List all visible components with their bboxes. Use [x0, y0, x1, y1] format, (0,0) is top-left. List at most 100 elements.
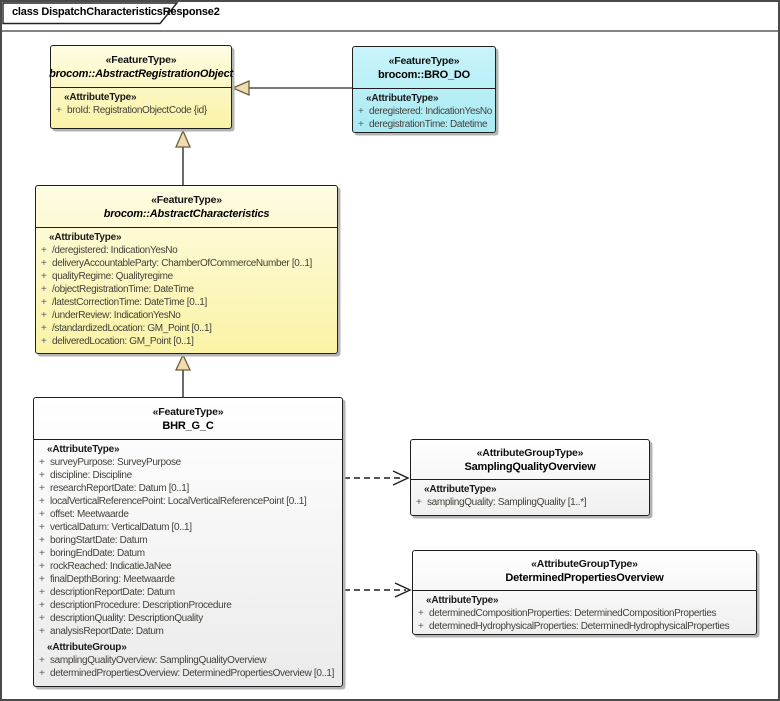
class-box-abstract-characteristics[interactable]: «FeatureType»brocom::AbstractCharacteris…: [35, 185, 338, 354]
visibility-marker: +: [39, 535, 45, 546]
attribute-row: + determinedHydrophysicalProperties: Dete…: [413, 620, 754, 633]
attribute-text: boringEndDate: Datum: [50, 548, 145, 559]
attributes-compartment: «AttributeType»+ samplingQuality: Samplin…: [411, 480, 649, 511]
class-name: DeterminedPropertiesOverview: [505, 571, 664, 584]
attribute-text: deregistered: IndicationYesNo: [369, 106, 492, 117]
visibility-marker: +: [39, 548, 45, 559]
attribute-text: descriptionQuality: DescriptionQuality: [50, 613, 203, 624]
visibility-marker: +: [39, 655, 45, 666]
class-stereotype: «FeatureType»: [151, 193, 222, 206]
attribute-text: verticalDatum: VerticalDatum [0..1]: [50, 522, 192, 533]
attribute-text: /underReview: IndicationYesNo: [52, 310, 181, 321]
visibility-marker: +: [39, 470, 45, 481]
generalization-bro-do-to-abstract-registration-object[interactable]: [231, 80, 352, 96]
attributes-compartment: «AttributeType»+determinedCompositionPro…: [413, 591, 756, 635]
attribute-row: + /deregistered: IndicationYesNo: [36, 244, 335, 257]
attribute-text: offset: Meetwaarde: [50, 509, 129, 520]
attribute-row: + rockReached: IndicatieJaNee: [34, 560, 340, 573]
attribute-text: determinedCompositionProperties: Determi…: [429, 608, 717, 619]
class-header: «FeatureType»BHR_G_C: [34, 398, 342, 440]
attribute-row: + /latestCorrectionTime: DateTime [0..1]: [36, 296, 335, 309]
generalization-arrowhead: [174, 353, 192, 371]
attribute-text: /objectRegistrationTime: DateTime: [52, 284, 194, 295]
attribute-row: + discipline: Discipline: [34, 469, 340, 482]
visibility-marker: +: [41, 284, 47, 295]
visibility-marker: +: [39, 587, 45, 598]
section-stereotype: «AttributeType»: [426, 595, 499, 606]
attribute-text: samplingQuality: SamplingQuality [1..*]: [427, 497, 587, 508]
attributes-compartment: «AttributeType»+ deregistered: Indication…: [353, 89, 495, 133]
visibility-marker: +: [39, 483, 45, 494]
attribute-text: researchReportDate: Datum [0..1]: [50, 483, 189, 494]
generalization-abstract-characteristics-to-abstract-registration-object[interactable]: [175, 129, 191, 185]
attribute-text: qualityRegime: Qualityregime: [52, 271, 173, 282]
attribute-row: +offset: Meetwaarde: [34, 508, 340, 521]
visibility-marker: +: [39, 613, 45, 624]
attribute-text: discipline: Discipline: [50, 470, 132, 481]
visibility-marker: +: [418, 621, 424, 632]
section-stereotype: «AttributeType»: [366, 93, 439, 104]
attribute-row: + descriptionReportDate: Datum: [34, 586, 340, 599]
class-stereotype: «AttributeGroupType»: [476, 446, 584, 459]
attribute-row: +descriptionProcedure: DescriptionProced…: [34, 599, 340, 612]
class-header: «FeatureType»brocom::AbstractCharacteris…: [36, 186, 337, 228]
visibility-marker: +: [41, 271, 47, 282]
class-box-determined-properties-overview[interactable]: «AttributeGroupType»DeterminedProperties…: [412, 550, 757, 635]
class-stereotype: «FeatureType»: [388, 54, 460, 67]
attribute-text: descriptionReportDate: Datum: [50, 587, 175, 598]
visibility-marker: +: [41, 297, 47, 308]
attribute-row: +verticalDatum: VerticalDatum [0..1]: [34, 521, 340, 534]
attributes-compartment: «AttributeType»+surveyPurpose: SurveyPur…: [34, 440, 342, 682]
attribute-row: + broId: RegistrationObjectCode {id}: [51, 104, 229, 117]
attribute-row: +deregistrationTime: Datetime: [353, 118, 493, 131]
visibility-marker: +: [416, 497, 422, 508]
dependency-bhr-g-c-to-sampling-quality-overview[interactable]: [344, 470, 410, 486]
attribute-row: + samplingQualityOverview: SamplingQualit…: [34, 654, 340, 667]
class-name: BHR_G_C: [162, 419, 214, 432]
visibility-marker: +: [418, 608, 424, 619]
attribute-text: /latestCorrectionTime: DateTime [0..1]: [52, 297, 207, 308]
visibility-marker: +: [39, 668, 45, 679]
attribute-text: surveyPurpose: SurveyPurpose: [50, 457, 181, 468]
attribute-text: boringStartDate: Datum: [50, 535, 148, 546]
attribute-row: +/underReview: IndicationYesNo: [36, 309, 335, 322]
section-stereotype: «AttributeGroup»: [47, 642, 127, 653]
attributes-compartment: «AttributeType»+broId: RegistrationObjec…: [51, 88, 231, 119]
class-name: brocom::AbstractRegistrationObject: [49, 67, 233, 80]
attribute-text: deliveredLocation: GM_Point [0..1]: [52, 336, 194, 347]
attribute-text: samplingQualityOverview: SamplingQuality…: [50, 655, 267, 666]
visibility-marker: +: [41, 336, 47, 347]
visibility-marker: +: [41, 245, 47, 256]
attribute-row: +localVerticalReferencePoint: LocalVerti…: [34, 495, 340, 508]
attribute-text: rockReached: IndicatieJaNee: [50, 561, 172, 572]
attribute-row: + /objectRegistrationTime: DateTime: [36, 283, 335, 296]
attribute-text: /standardizedLocation: GM_Point [0..1]: [52, 323, 212, 334]
visibility-marker: +: [358, 106, 364, 117]
attribute-text: deregistrationTime: Datetime: [369, 119, 488, 130]
attribute-text: broId: RegistrationObjectCode {id}: [67, 105, 207, 116]
attribute-text: /deregistered: IndicationYesNo: [52, 245, 178, 256]
dependency-bhr-g-c-to-determined-properties-overview[interactable]: [344, 582, 412, 598]
attribute-row: + deregistered: IndicationYesNo: [353, 105, 493, 118]
class-stereotype: «FeatureType»: [105, 53, 177, 66]
attribute-text: determinedHydrophysicalProperties: Deter…: [429, 621, 730, 632]
class-header: «AttributeGroupType»DeterminedProperties…: [413, 551, 756, 591]
attributes-compartment: «AttributeType»+/deregistered: Indicatio…: [36, 228, 337, 350]
class-box-bro-do[interactable]: «FeatureType»brocom::BRO_DO«AttributeTyp…: [352, 46, 496, 133]
section-stereotype: «AttributeType»: [424, 484, 497, 495]
section-stereotype: «AttributeType»: [49, 232, 122, 243]
attribute-row: + samplingQuality: SamplingQuality [1..*]: [411, 496, 647, 509]
class-box-bhr-g-c[interactable]: «FeatureType»BHR_G_C«AttributeType»+surv…: [33, 397, 343, 687]
visibility-marker: +: [56, 105, 62, 116]
generalization-arrowhead: [175, 129, 191, 148]
class-box-sampling-quality-overview[interactable]: «AttributeGroupType»SamplingQualityOverv…: [410, 439, 650, 516]
visibility-marker: +: [39, 600, 45, 611]
generalization-bhr-g-c-to-abstract-characteristics[interactable]: [174, 353, 192, 397]
attribute-row: +deliveryAccountableParty: ChamberOfComm…: [36, 257, 335, 270]
class-box-abstract-registration-object[interactable]: «FeatureType»brocom::AbstractRegistratio…: [49, 45, 233, 129]
visibility-marker: +: [39, 626, 45, 637]
visibility-marker: +: [39, 561, 45, 572]
attribute-text: analysisReportDate: Datum: [50, 626, 164, 637]
attribute-text: finalDepthBoring: Meetwaarde: [50, 574, 175, 585]
